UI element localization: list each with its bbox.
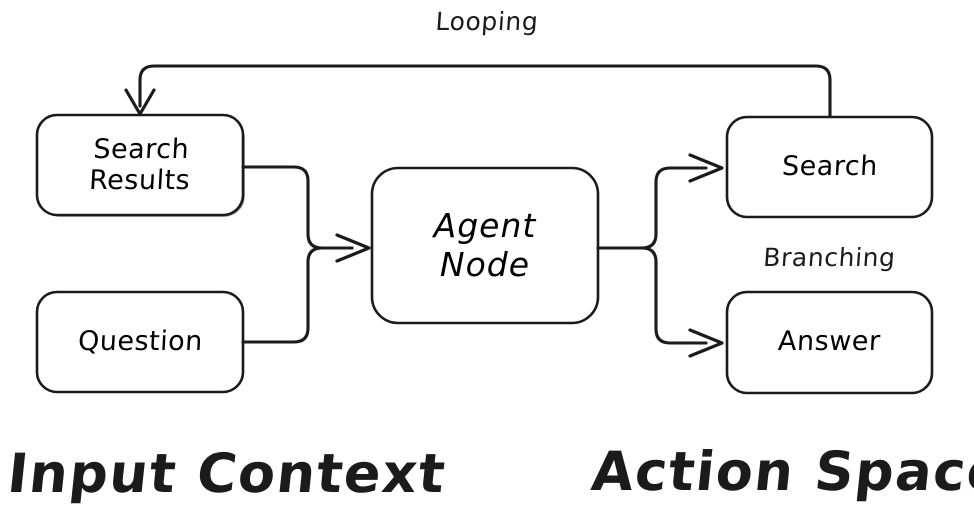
answer-input-arrow-head	[688, 328, 724, 358]
agent-node-box	[370, 166, 600, 325]
edge-search-to-search-results	[124, 64, 832, 119]
search-results-label: Search Results	[88, 134, 192, 197]
agent-node-label: Agent Node	[433, 205, 537, 285]
question-to-agent-path	[241, 246, 354, 344]
search-results-label-line2: Results	[87, 165, 191, 196]
node-answer[interactable]	[725, 290, 934, 395]
search-input-arrow-head	[688, 153, 724, 183]
question-label-wrap: Question	[37, 292, 243, 392]
edge-question-to-agent-node	[241, 233, 371, 344]
agent-node-label-line1: Agent	[433, 205, 537, 245]
node-search-results[interactable]	[35, 113, 245, 217]
search-box	[725, 115, 934, 219]
search-label-wrap: Search	[727, 117, 932, 217]
answer-box	[725, 290, 934, 395]
search-results-box	[35, 113, 245, 217]
node-search[interactable]	[725, 115, 934, 219]
edge-label-looping: Looping	[434, 7, 540, 36]
search-results-label-wrap: Search Results	[37, 115, 243, 215]
group-label-action-space: Action Space	[588, 440, 974, 503]
looping-edge-path	[138, 64, 832, 119]
agent-to-answer-path	[596, 246, 708, 345]
group-label-input-context: Input Context	[4, 442, 450, 505]
agent-node-input-arrow-head	[335, 233, 371, 263]
question-label: Question	[76, 325, 204, 357]
search-label: Search	[780, 150, 879, 182]
edge-label-branching: Branching	[762, 243, 897, 272]
agent-node-label-wrap: Agent Node	[372, 168, 598, 323]
answer-label: Answer	[777, 326, 882, 358]
answer-label-wrap: Answer	[727, 292, 932, 393]
edge-agent-node-to-answer	[596, 246, 724, 358]
search-results-label-line1: Search	[92, 133, 190, 165]
agent-node-label-line2: Node	[439, 244, 531, 284]
edge-agent-node-to-search	[596, 153, 724, 250]
